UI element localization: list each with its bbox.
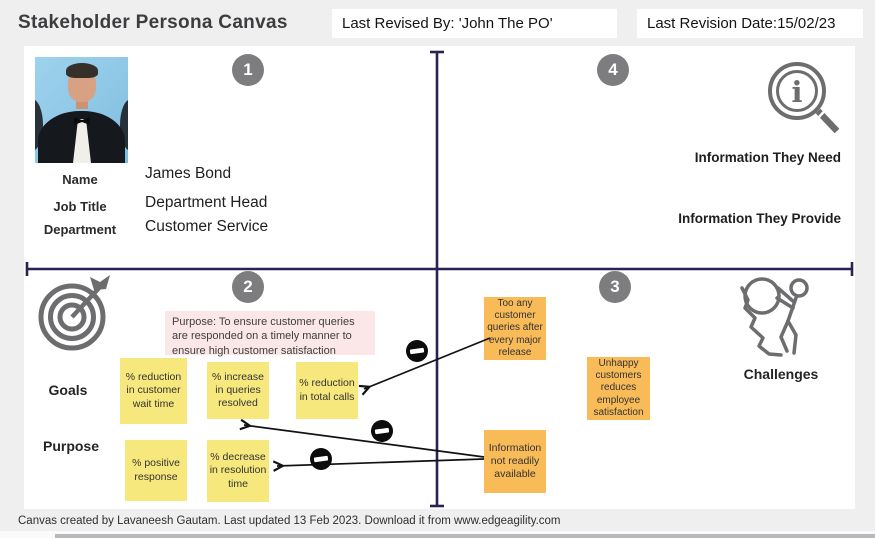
quadrant-4-badge: 4 (597, 54, 629, 86)
department-value[interactable]: Customer Service (145, 218, 269, 235)
name-label: Name (62, 172, 98, 187)
sticky-note-goal-2[interactable]: % increase in queries resolved (207, 362, 269, 419)
sticky-note-goal-4[interactable]: % positive response (125, 440, 187, 501)
goals-target-icon (38, 275, 110, 351)
page-title: Stakeholder Persona Canvas (18, 12, 288, 33)
information-they-provide-label: Information They Provide (678, 211, 841, 226)
sticky-note-goal-5[interactable]: % decrease in resolution time (207, 440, 269, 502)
persona-photo[interactable] (35, 57, 128, 163)
purpose-note[interactable]: Purpose: To ensure customer queries are … (165, 311, 375, 357)
sticky-note-goal-3[interactable]: % reduction in total calls (296, 362, 358, 419)
challenges-boulder-icon (740, 277, 809, 357)
footer-credit: Canvas created by Lavaneesh Gautam. Last… (18, 515, 561, 527)
information-they-need-label: Information They Need (694, 150, 841, 165)
window-edge-bar (55, 534, 875, 538)
quadrant-1-badge: 1 (232, 54, 264, 86)
quadrant-3-badge: 3 (599, 271, 631, 303)
sticky-note-challenge-3[interactable]: Information not readily available (484, 430, 546, 493)
sticky-note-goal-1[interactable]: % reduction in customer wait time (120, 358, 187, 424)
sticky-note-challenge-1[interactable]: Too any customer queries after every maj… (484, 297, 546, 360)
department-label: Department (43, 222, 117, 237)
purpose-label: Purpose (42, 438, 99, 454)
name-value[interactable]: James Bond (145, 165, 232, 182)
goals-label: Goals (48, 382, 88, 398)
info-magnifier-icon: i (768, 62, 840, 134)
challenges-label: Challenges (743, 366, 819, 382)
last-revision-date-field[interactable]: Last Revision Date:15/02/23 (637, 9, 863, 38)
last-revised-by-field[interactable]: Last Revised By: 'John The PO' (332, 9, 617, 38)
job-title-label: Job Title (53, 199, 107, 214)
job-title-value[interactable]: Department Head (145, 194, 268, 211)
svg-text:i: i (791, 75, 802, 109)
quadrant-2-badge: 2 (232, 271, 264, 303)
sticky-note-challenge-2[interactable]: Unhappy customers reduces employee satis… (587, 357, 650, 420)
